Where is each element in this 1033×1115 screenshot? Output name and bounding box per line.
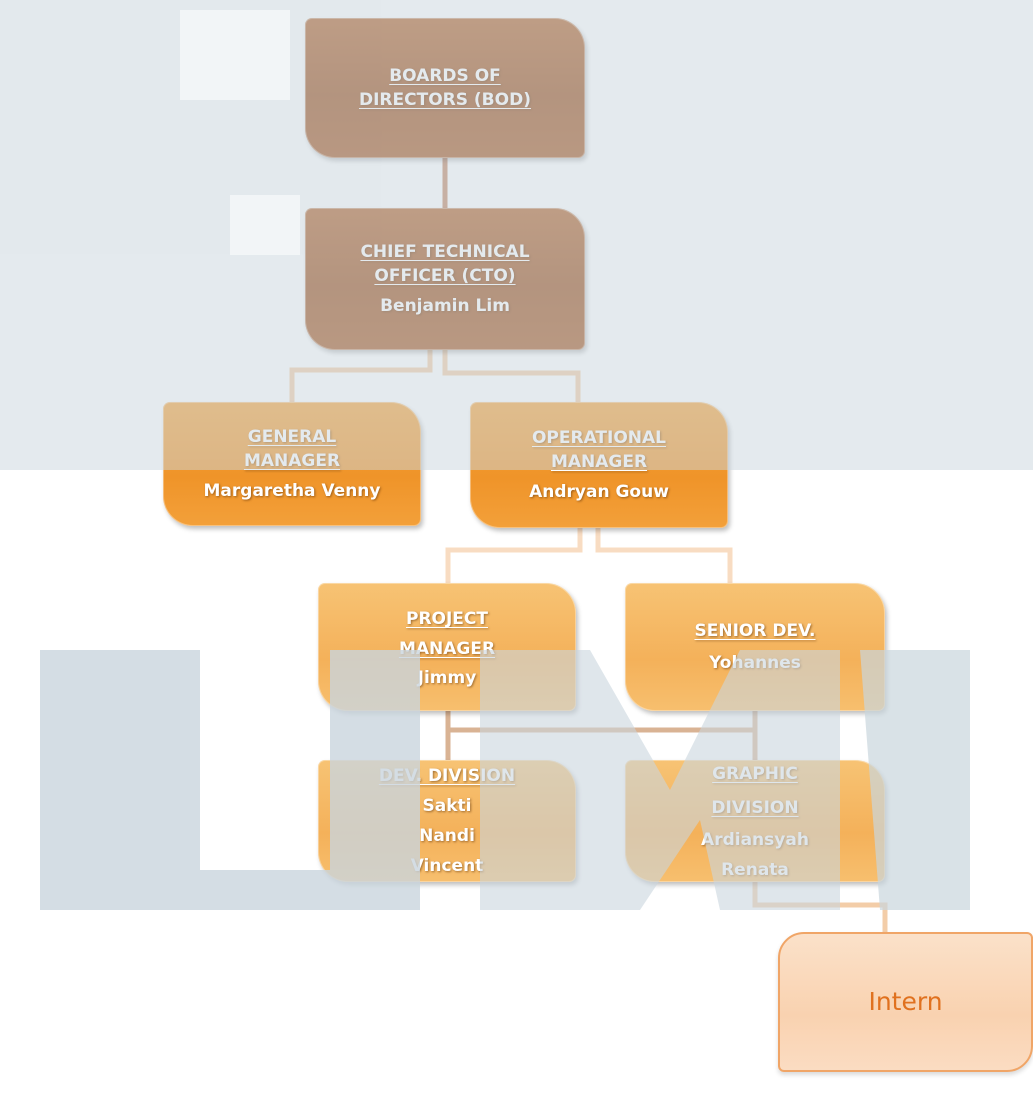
- node-name: Sakti: [422, 796, 472, 816]
- org-node-pm: PROJECT MANAGER Jimmy: [318, 583, 576, 711]
- org-node-gfx: GRAPHIC DIVISION Ardiansyah Renata: [625, 760, 885, 882]
- connector-gfx-intern: [752, 880, 888, 935]
- connector-om-sd: [595, 527, 733, 585]
- node-title: DEV. DIVISION: [378, 766, 516, 786]
- node-title: GRAPHIC DIVISION: [711, 764, 799, 818]
- node-title: GENERAL MANAGER: [243, 427, 341, 471]
- node-title: OPERATIONAL MANAGER: [531, 428, 667, 472]
- node-title: CHIEF TECHNICAL OFFICER (CTO): [360, 242, 530, 286]
- node-name: Nandi: [419, 826, 475, 846]
- connector-om-pm: [445, 527, 583, 585]
- org-node-sd: SENIOR DEV. Yohannes: [625, 583, 885, 711]
- node-name: Renata: [721, 860, 789, 880]
- connector-cto-gm: [289, 348, 433, 405]
- node-name: Jimmy: [417, 668, 477, 688]
- org-node-om: OPERATIONAL MANAGER Andryan Gouw: [470, 402, 728, 528]
- org-node-cto: CHIEF TECHNICAL OFFICER (CTO) Benjamin L…: [305, 208, 585, 350]
- node-name: Andryan Gouw: [529, 482, 669, 502]
- node-title: PROJECT MANAGER: [398, 609, 496, 659]
- org-node-intern: Intern: [778, 932, 1033, 1072]
- node-name: Margaretha Venny: [203, 481, 381, 501]
- node-name: Benjamin Lim: [380, 296, 510, 316]
- connector-cto-om: [442, 348, 581, 405]
- node-name: Vincent: [410, 856, 484, 876]
- node-title: Intern: [868, 987, 943, 1016]
- org-node-gm: GENERAL MANAGER Margaretha Venny: [163, 402, 421, 526]
- org-node-bod: BOARDS OF DIRECTORS (BOD): [305, 18, 585, 158]
- node-title: BOARDS OF DIRECTORS (BOD): [359, 66, 531, 110]
- org-node-dev: DEV. DIVISION Sakti Nandi Vincent: [318, 760, 576, 882]
- node-name: Ardiansyah: [701, 830, 809, 850]
- node-title: SENIOR DEV.: [694, 621, 816, 641]
- node-name: Yohannes: [709, 653, 801, 673]
